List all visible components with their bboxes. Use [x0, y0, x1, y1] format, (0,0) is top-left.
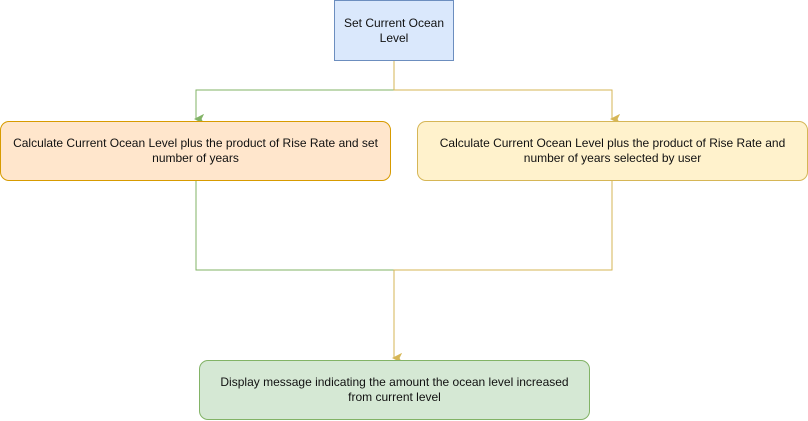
node-calculate-set-years[interactable]: Calculate Current Ocean Level plus the p… [0, 121, 391, 181]
node-display-message[interactable]: Display message indicating the amount th… [199, 360, 590, 420]
node-label: Set Current Ocean Level [343, 15, 445, 45]
node-calculate-user-years[interactable]: Calculate Current Ocean Level plus the p… [417, 121, 808, 181]
node-label: Display message indicating the amount th… [220, 375, 569, 404]
node-set-current-ocean-level[interactable]: Set Current Ocean Level [334, 0, 454, 61]
edge-start-to-right [393, 61, 612, 119]
node-label: Calculate Current Ocean Level plus the p… [13, 136, 378, 165]
node-label: Calculate Current Ocean Level plus the p… [439, 136, 786, 165]
edge-start-to-left [196, 61, 395, 119]
edge-right-to-end [394, 181, 613, 358]
edge-left-to-end [195, 181, 395, 358]
